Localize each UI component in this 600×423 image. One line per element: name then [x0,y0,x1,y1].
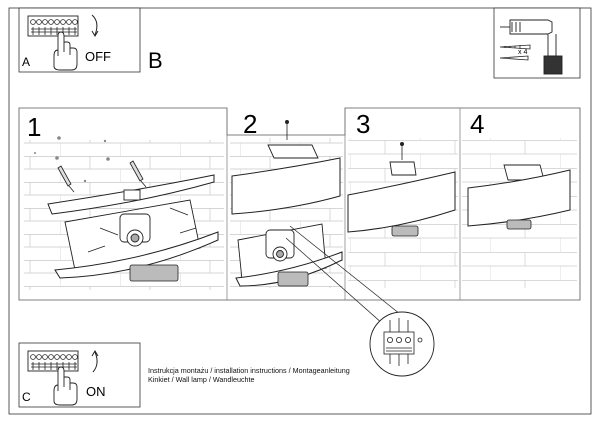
detail-callout [285,225,435,377]
shade [231,157,341,215]
terminal-block-detail-icon [383,318,423,366]
caption-line-2: Kinkiet / Wall lamp / Wandleuchte [148,375,255,384]
shade-bottom [235,251,343,287]
step-number: 2 [243,109,257,139]
panel-a-letter: A [22,55,30,69]
screw-icon [284,120,289,140]
drill-icon [500,19,563,75]
arrow-down-icon [91,14,99,37]
caption-line-1: Instrukcja montażu / installation instru… [148,366,350,375]
page-frame [8,7,592,415]
step-3-illustration [347,138,458,288]
screw-icon [399,141,404,160]
step-2-illustration [230,120,343,288]
terminal-block-icon [27,15,79,37]
screw-icon [87,207,197,253]
lamp-socket-icon [119,189,151,247]
panel-c-switch-on [18,342,141,408]
bracket-bottom [277,271,309,287]
step-number: 4 [470,109,484,139]
step-number: 1 [27,112,41,142]
on-label: ON [86,384,106,399]
shade [467,169,571,227]
step-1-illustration [24,136,224,290]
terminal-block-icon [27,350,79,372]
bracket-bottom [129,264,179,282]
lamp-socket-icon [265,229,295,262]
tools-frame [493,7,581,79]
steps-band [18,107,581,377]
step-4-illustration [462,138,577,288]
off-label: OFF [85,49,111,64]
bracket-bottom [506,219,532,230]
shade-bottom [54,231,219,279]
panel-a-switch-off [18,7,141,73]
wall-plug-icon [57,160,147,193]
step-number: 3 [356,109,370,139]
wall-dots [34,136,110,183]
shade [347,171,456,233]
ceiling-block [267,144,319,159]
anchor-screw-icon [499,44,531,61]
panel-c-letter: C [22,390,31,404]
anchor-count-label: x 4 [518,49,527,56]
panel-b-letter: B [148,48,163,73]
bracket-bottom [391,225,419,237]
arrow-up-icon [91,350,99,373]
hand-icon [53,31,78,71]
bracket-top [389,161,417,176]
hand-icon [53,366,78,406]
tools-panel [493,7,581,79]
